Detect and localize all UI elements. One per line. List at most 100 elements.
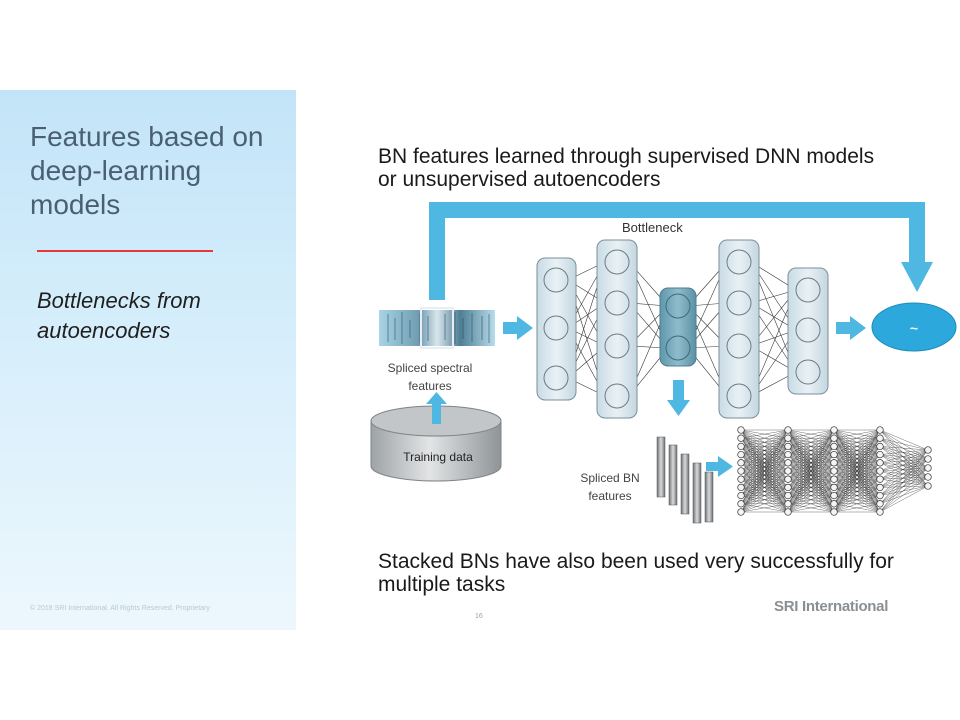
stacked-dnn-edge [740, 429, 789, 472]
stacked-dnn-edge [833, 429, 881, 513]
stacked-dnn-node [784, 459, 792, 467]
stacked-dnn-edge [879, 429, 929, 478]
stacked-dnn-node [924, 455, 932, 463]
stacked-dnn-edge [879, 449, 929, 480]
stacked-dnn-edge [879, 449, 929, 513]
spliced-bn-label-line1: Spliced BN [580, 471, 639, 485]
stacked-dnn-edge [879, 467, 929, 513]
stacked-dnn-edge [740, 429, 789, 513]
stacked-dnn-edge [787, 470, 835, 513]
stacked-dnn-edge [740, 470, 789, 513]
stacked-dnn-edge [833, 487, 881, 513]
stacked-dnn-edge [787, 503, 835, 513]
stacked-dnn-edge [833, 429, 881, 496]
dnn-layer-output [787, 267, 829, 395]
stacked-dnn-edge [787, 462, 835, 513]
slide-subtitle: Bottlenecks from autoencoders [37, 288, 201, 343]
stacked-dnn-node [830, 434, 838, 442]
stacked-dnn-edge [833, 429, 881, 455]
spectral-features-label-line2: features [408, 379, 451, 393]
stacked-dnn-edge [879, 454, 929, 478]
spectrogram-image [379, 307, 495, 349]
stacked-dnn-edge [879, 458, 929, 504]
stacked-dnn-edge [879, 485, 929, 504]
stacked-dnn-edge [879, 485, 929, 488]
stacked-dnn-node [830, 426, 838, 434]
stacked-dnn-node [737, 491, 745, 500]
stacked-dnn-edge [879, 446, 929, 460]
sidebar-panel [0, 90, 296, 630]
stacked-dnn-edge [740, 503, 789, 513]
stacked-dnn-edge [879, 476, 929, 496]
stacked-dnn-edge [833, 429, 881, 472]
stacked-dnn-edge [879, 429, 929, 451]
stacked-dnn-node [876, 508, 884, 516]
stacked-dnn-node [876, 426, 884, 434]
stacked-dnn-edge [879, 446, 929, 487]
stacked-dnn-edge [879, 458, 929, 472]
stacked-dnn-node [924, 464, 932, 472]
bottleneck-down-arrow [667, 380, 690, 416]
stacked-dnn-edge [787, 446, 835, 513]
stacked-dnn-edge [879, 470, 929, 487]
title-divider [37, 250, 213, 252]
stacked-dnn-node [737, 426, 745, 434]
stacked-dnn-edge [879, 454, 929, 460]
stacked-dnn-node [784, 426, 792, 434]
stacked-dnn-node [876, 491, 884, 500]
stacked-dnn-edge [740, 446, 789, 513]
skip-connection-arrow [429, 202, 933, 300]
dnn-layer-bottleneck [659, 287, 697, 367]
stacked-dnn-node [924, 482, 932, 490]
bottom-text: Stacked BNs have also been used very suc… [378, 550, 894, 596]
stacked-dnn-edge [879, 467, 929, 504]
stacked-dnn-edge [879, 446, 929, 469]
stacked-dnn-node [924, 446, 932, 454]
stacked-dnn-edge [740, 429, 789, 463]
spliced-bn-feature-bars [656, 436, 714, 524]
stacked-dnn-edge [879, 458, 929, 463]
stacked-dnn-edge [787, 429, 835, 472]
output-symbol: ~ [910, 320, 918, 336]
stacked-dnn-edge [879, 476, 929, 480]
stacked-dnn-edge [879, 467, 929, 480]
stacked-dnn-edge [879, 446, 929, 478]
stacked-dnn-node [784, 467, 792, 475]
stacked-dnn-node [784, 508, 792, 516]
stacked-dnn-node [876, 434, 884, 442]
dnn-layer-hidden-1 [596, 239, 638, 419]
stacked-dnn-edge [787, 429, 835, 488]
stacked-dnn-edge [740, 429, 789, 480]
stacked-dnn-edge [740, 429, 789, 488]
stacked-dnn-edge [787, 438, 835, 513]
stacked-dnn-edge [879, 470, 929, 478]
stacked-dnn-node [830, 508, 838, 516]
stacked-dnn-edge [740, 429, 789, 447]
stacked-dnn-edge [833, 429, 881, 488]
stacked-dnn-edge [740, 429, 789, 504]
stacked-dnn-node [830, 459, 838, 467]
stacked-dnn-edge [787, 429, 835, 513]
stacked-dnn-edge [787, 495, 835, 513]
stacked-dnn-node [784, 434, 792, 442]
stacked-dnn-node [876, 459, 884, 467]
stacked-dnn-edge [787, 429, 835, 439]
training-data-up-arrow [426, 392, 447, 424]
bottleneck-label: Bottleneck [622, 220, 683, 235]
spectral-features-label-line1: Spliced spectral [388, 361, 473, 375]
stacked-dnn-edge [879, 476, 929, 513]
stacked-dnn-edge [879, 485, 929, 513]
stacked-dnn [737, 426, 932, 516]
stacked-dnn-edge [740, 429, 789, 439]
slide-title: Features based on deep-learning models [30, 121, 264, 220]
stacked-dnn-edge [833, 470, 881, 513]
stacked-dnn-node [876, 500, 884, 508]
stacked-dnn-node [830, 475, 838, 483]
stacked-dnn-edge [879, 485, 929, 496]
stacked-dnn-node [876, 450, 884, 459]
sri-logo: SRI International [774, 598, 889, 615]
stacked-dnn-edge [879, 429, 929, 487]
network-to-output-arrow [836, 316, 866, 340]
stacked-dnn-node [737, 508, 745, 516]
